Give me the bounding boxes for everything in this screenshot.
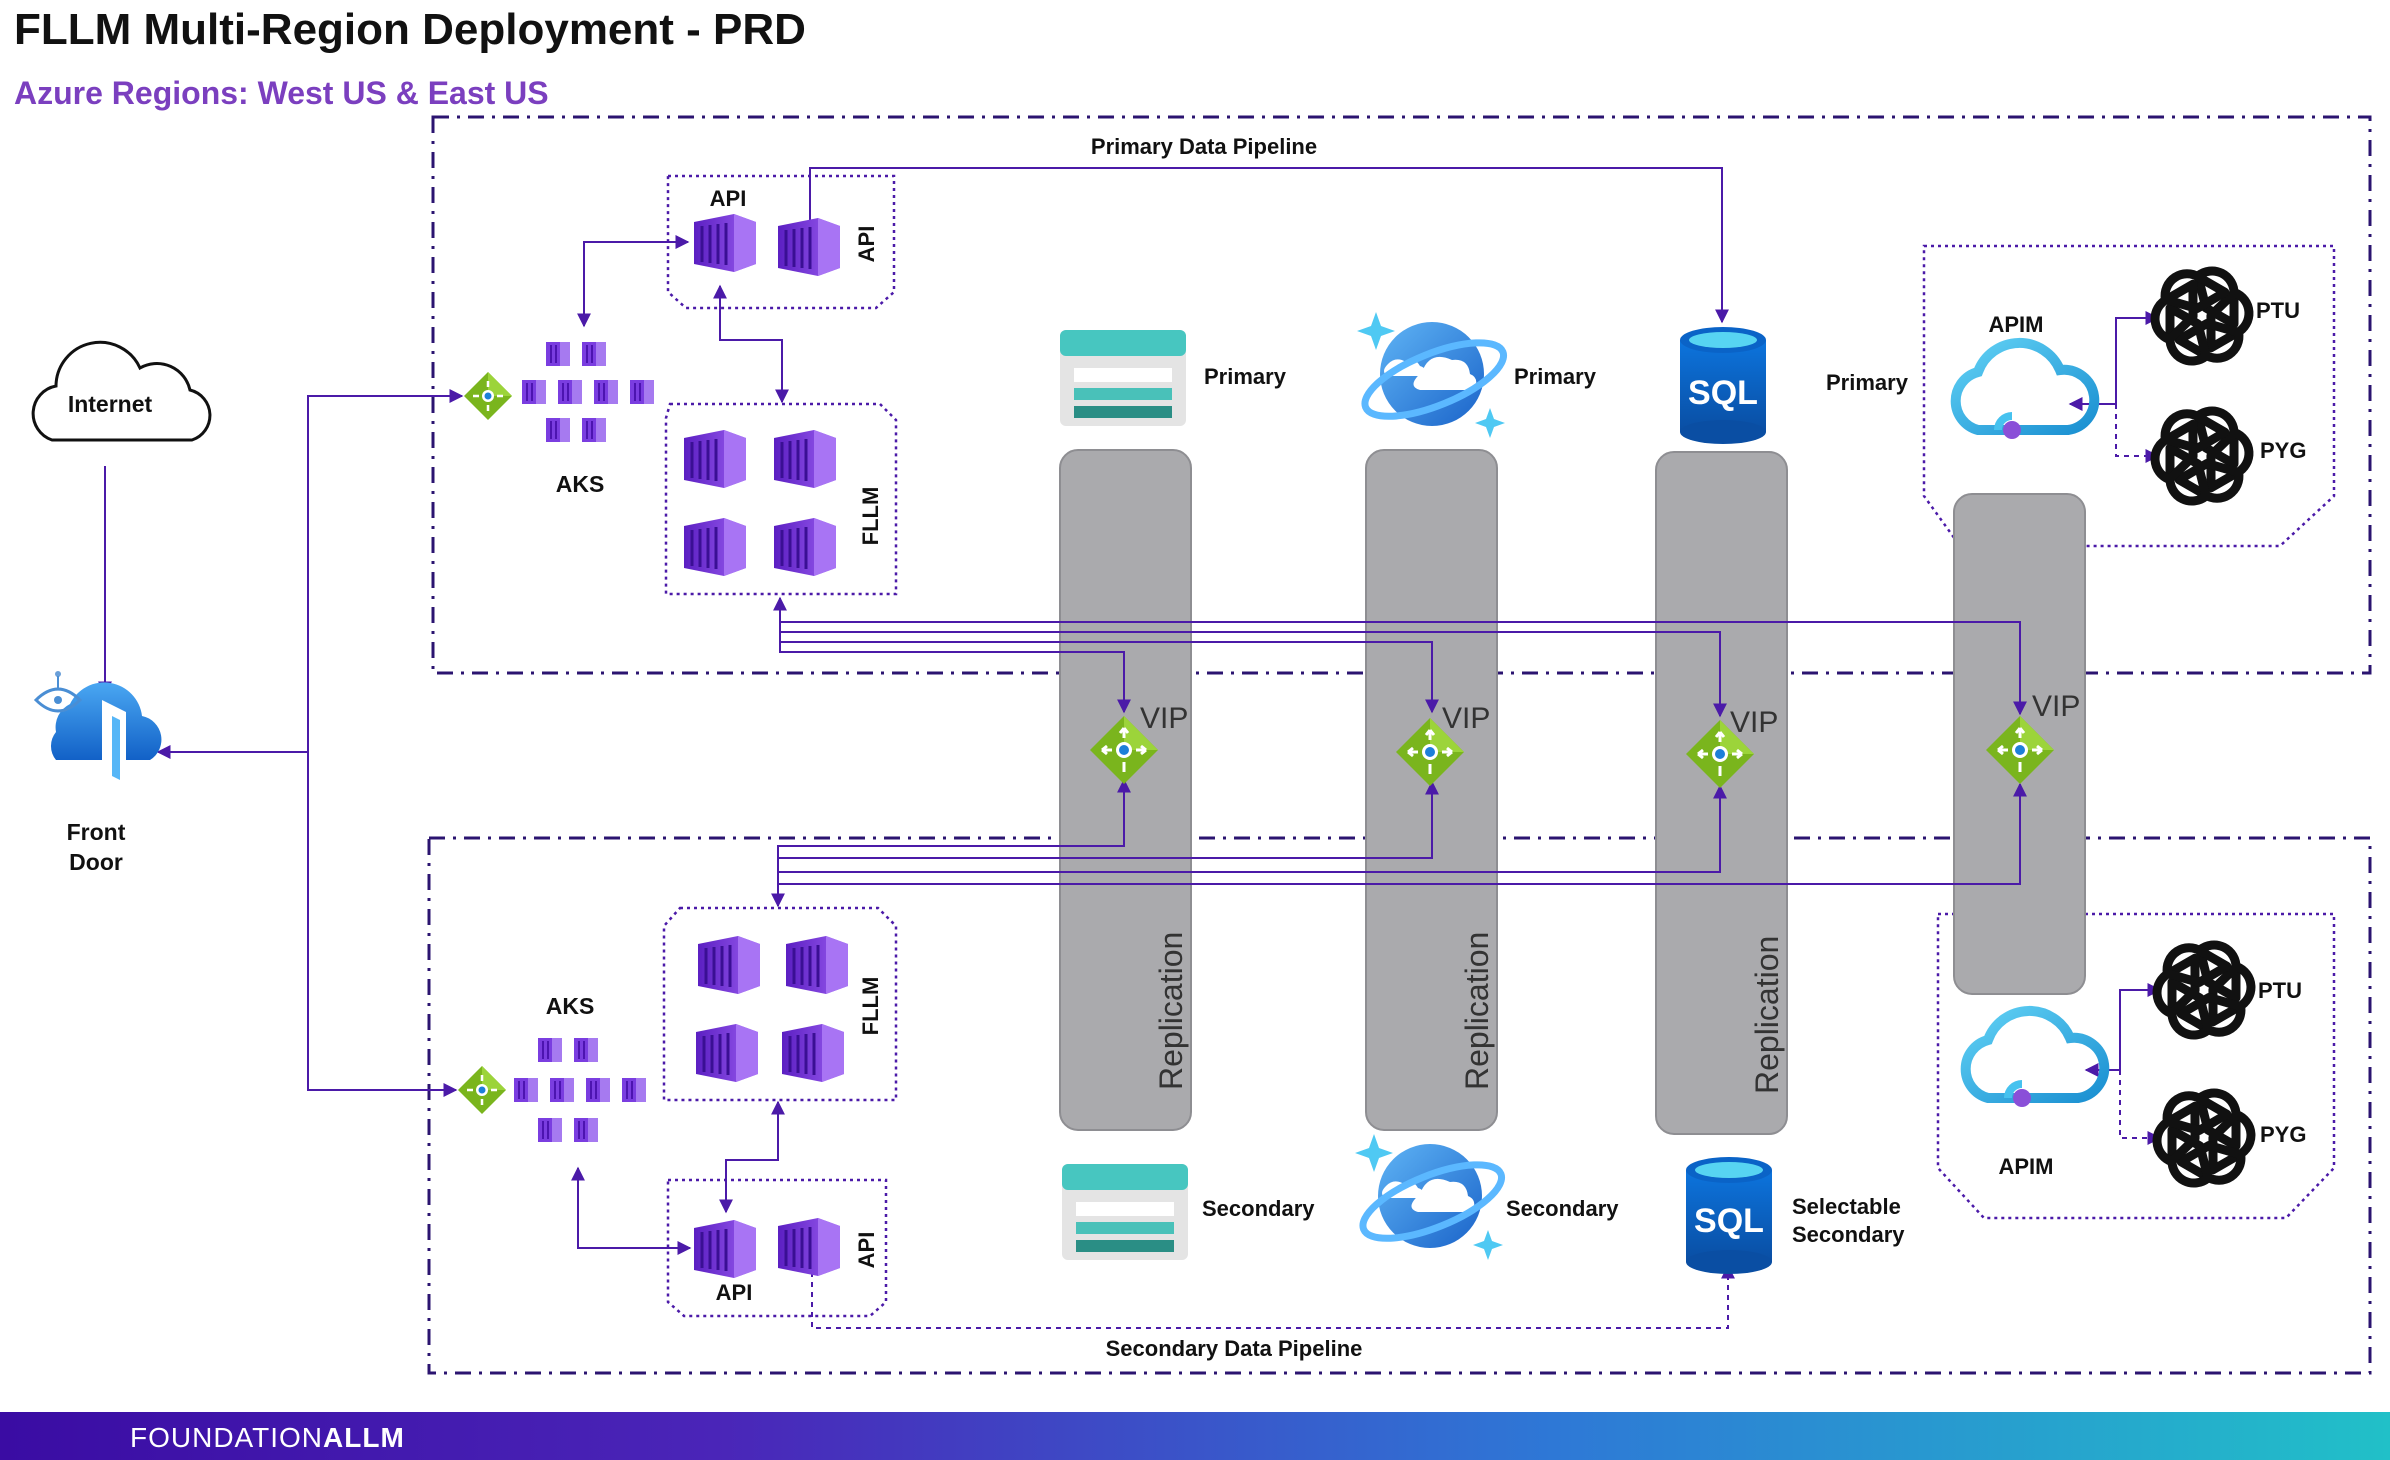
connector-aks-api-primary bbox=[577, 235, 690, 328]
aks-primary-icon bbox=[521, 341, 655, 443]
fllm-primary-container-4-icon bbox=[772, 516, 838, 578]
sql-primary-icon bbox=[1680, 327, 1766, 444]
connector-fllm2-vip2 bbox=[778, 780, 1439, 859]
connector-split-aks-secondary bbox=[307, 752, 458, 1097]
region-primary-boundary bbox=[431, 115, 2372, 675]
connector-apim-pyg-primary bbox=[2115, 404, 2160, 463]
ptu-primary-label: PTU bbox=[2256, 298, 2300, 323]
internet-cloud-icon bbox=[31, 340, 212, 442]
vip-aks-secondary-icon bbox=[456, 1064, 508, 1116]
apim-secondary-icon bbox=[1966, 1011, 2105, 1107]
openai-ptu-secondary-icon bbox=[2149, 940, 2259, 1041]
fllm-secondary-container-2-icon bbox=[784, 934, 850, 996]
cosmos-secondary-icon bbox=[1354, 1134, 1511, 1260]
fllm-secondary-container-3-icon bbox=[694, 1022, 760, 1084]
connector-fllm2-vip1 bbox=[771, 778, 1131, 908]
apim-primary-label: APIM bbox=[1989, 312, 2044, 337]
page-title: FLLM Multi-Region Deployment - PRD bbox=[14, 5, 806, 54]
page-subtitle: Azure Regions: West US & East US bbox=[14, 75, 549, 111]
connector-primary-pipeline bbox=[809, 167, 1729, 324]
connector-apim-ptu-secondary bbox=[2084, 983, 2162, 1077]
fllm-primary-label: FLLM bbox=[858, 487, 883, 546]
api-primary-side-label: API bbox=[854, 226, 879, 263]
fllm-primary-container-2-icon bbox=[772, 428, 838, 490]
footer-bar: FOUNDATIONALLM bbox=[0, 1412, 2390, 1460]
api-secondary-container-1-icon bbox=[692, 1218, 758, 1280]
api-secondary-container-2-icon bbox=[776, 1216, 842, 1278]
storage-primary-icon bbox=[1060, 330, 1186, 426]
fllm-secondary-container-4-icon bbox=[780, 1022, 846, 1084]
openai-ptu-primary-icon bbox=[2147, 266, 2257, 367]
api-primary-top-label: API bbox=[710, 186, 747, 211]
vip-4-label: VIP bbox=[2032, 690, 2080, 723]
connector-secondary-pipeline bbox=[811, 1262, 1735, 1329]
api-secondary-bottom-label: API bbox=[716, 1280, 753, 1305]
replication-label-1: Replication bbox=[1153, 932, 1189, 1090]
front-door-label-1: Front bbox=[67, 819, 126, 845]
footer-brand: FOUNDATIONALLM bbox=[130, 1422, 405, 1454]
connector-fllm-vip1 bbox=[773, 596, 1131, 714]
fllm-primary-container-3-icon bbox=[682, 516, 748, 578]
sql-secondary-label-2: Secondary bbox=[1792, 1222, 1905, 1247]
vip-2-label: VIP bbox=[1442, 702, 1490, 735]
openai-pyg-primary-icon bbox=[2147, 406, 2257, 507]
cosmos-primary-icon bbox=[1356, 312, 1513, 438]
vip-3-label: VIP bbox=[1730, 706, 1778, 739]
connector-fllm2-vip4 bbox=[778, 782, 2027, 885]
cosmos-secondary-label: Secondary bbox=[1506, 1196, 1619, 1221]
connector-fllm-vip2 bbox=[780, 641, 1439, 714]
fllm-secondary-container-1-icon bbox=[696, 934, 762, 996]
connector-fllm-vip3 bbox=[780, 631, 1727, 718]
sql-primary-label: Primary bbox=[1826, 370, 1909, 395]
primary-pipeline-label: Primary Data Pipeline bbox=[1091, 134, 1317, 159]
internet-label: Internet bbox=[68, 391, 153, 417]
apim-group-primary bbox=[1922, 244, 2336, 548]
api-primary-container-1-icon bbox=[692, 212, 758, 274]
aks-secondary-label: AKS bbox=[546, 993, 595, 1019]
sql-secondary-glyph: SQL bbox=[1694, 1202, 1764, 1240]
connector-fllm-vip4 bbox=[780, 621, 2027, 716]
connector-fllm-api-secondary bbox=[719, 1100, 785, 1214]
vip-1-label: VIP bbox=[1140, 702, 1188, 735]
fllm-group-primary bbox=[664, 402, 898, 596]
sql-secondary-icon bbox=[1686, 1157, 1772, 1274]
openai-pyg-secondary-icon bbox=[2149, 1088, 2259, 1189]
api-group-primary bbox=[666, 174, 896, 310]
front-door-icon bbox=[33, 671, 162, 796]
sql-primary-glyph: SQL bbox=[1688, 374, 1758, 412]
pyg-primary-label: PYG bbox=[2260, 438, 2306, 463]
api-secondary-side-label: API bbox=[854, 1232, 879, 1269]
connector-split-aks-primary bbox=[307, 389, 464, 752]
vip-aks-primary-icon bbox=[462, 370, 514, 422]
pyg-secondary-label: PYG bbox=[2260, 1122, 2306, 1147]
fllm-secondary-label: FLLM bbox=[858, 977, 883, 1036]
ptu-secondary-label: PTU bbox=[2258, 978, 2302, 1003]
connector-api-fllm-primary bbox=[713, 284, 789, 404]
cosmos-primary-label: Primary bbox=[1514, 364, 1597, 389]
connector-apim-pyg-secondary bbox=[2119, 1070, 2162, 1145]
connector-apim-ptu-primary bbox=[2068, 311, 2160, 411]
aks-secondary-icon bbox=[513, 1037, 647, 1143]
fllm-primary-container-1-icon bbox=[682, 428, 748, 490]
replication-label-2: Replication bbox=[1459, 932, 1495, 1090]
api-primary-container-2-icon bbox=[776, 216, 842, 278]
fllm-group-secondary bbox=[662, 906, 898, 1102]
replication-label-3: Replication bbox=[1749, 936, 1785, 1094]
footer-brand-light: FOUNDATION bbox=[130, 1422, 324, 1453]
storage-secondary-label: Secondary bbox=[1202, 1196, 1315, 1221]
api-group-secondary bbox=[666, 1178, 888, 1318]
secondary-pipeline-label: Secondary Data Pipeline bbox=[1106, 1336, 1363, 1361]
apim-secondary-label: APIM bbox=[1999, 1154, 2054, 1179]
connector-aks-api-secondary bbox=[571, 1166, 692, 1255]
front-door-label-2: Door bbox=[69, 849, 123, 875]
storage-primary-label: Primary bbox=[1204, 364, 1287, 389]
aks-primary-label: AKS bbox=[556, 471, 605, 497]
footer-brand-bold: ALLM bbox=[323, 1422, 405, 1453]
storage-secondary-icon bbox=[1062, 1164, 1188, 1260]
sql-secondary-label-1: Selectable bbox=[1792, 1194, 1901, 1219]
connector-fllm2-vip3 bbox=[778, 784, 1727, 873]
apim-primary-icon bbox=[1956, 343, 2095, 439]
